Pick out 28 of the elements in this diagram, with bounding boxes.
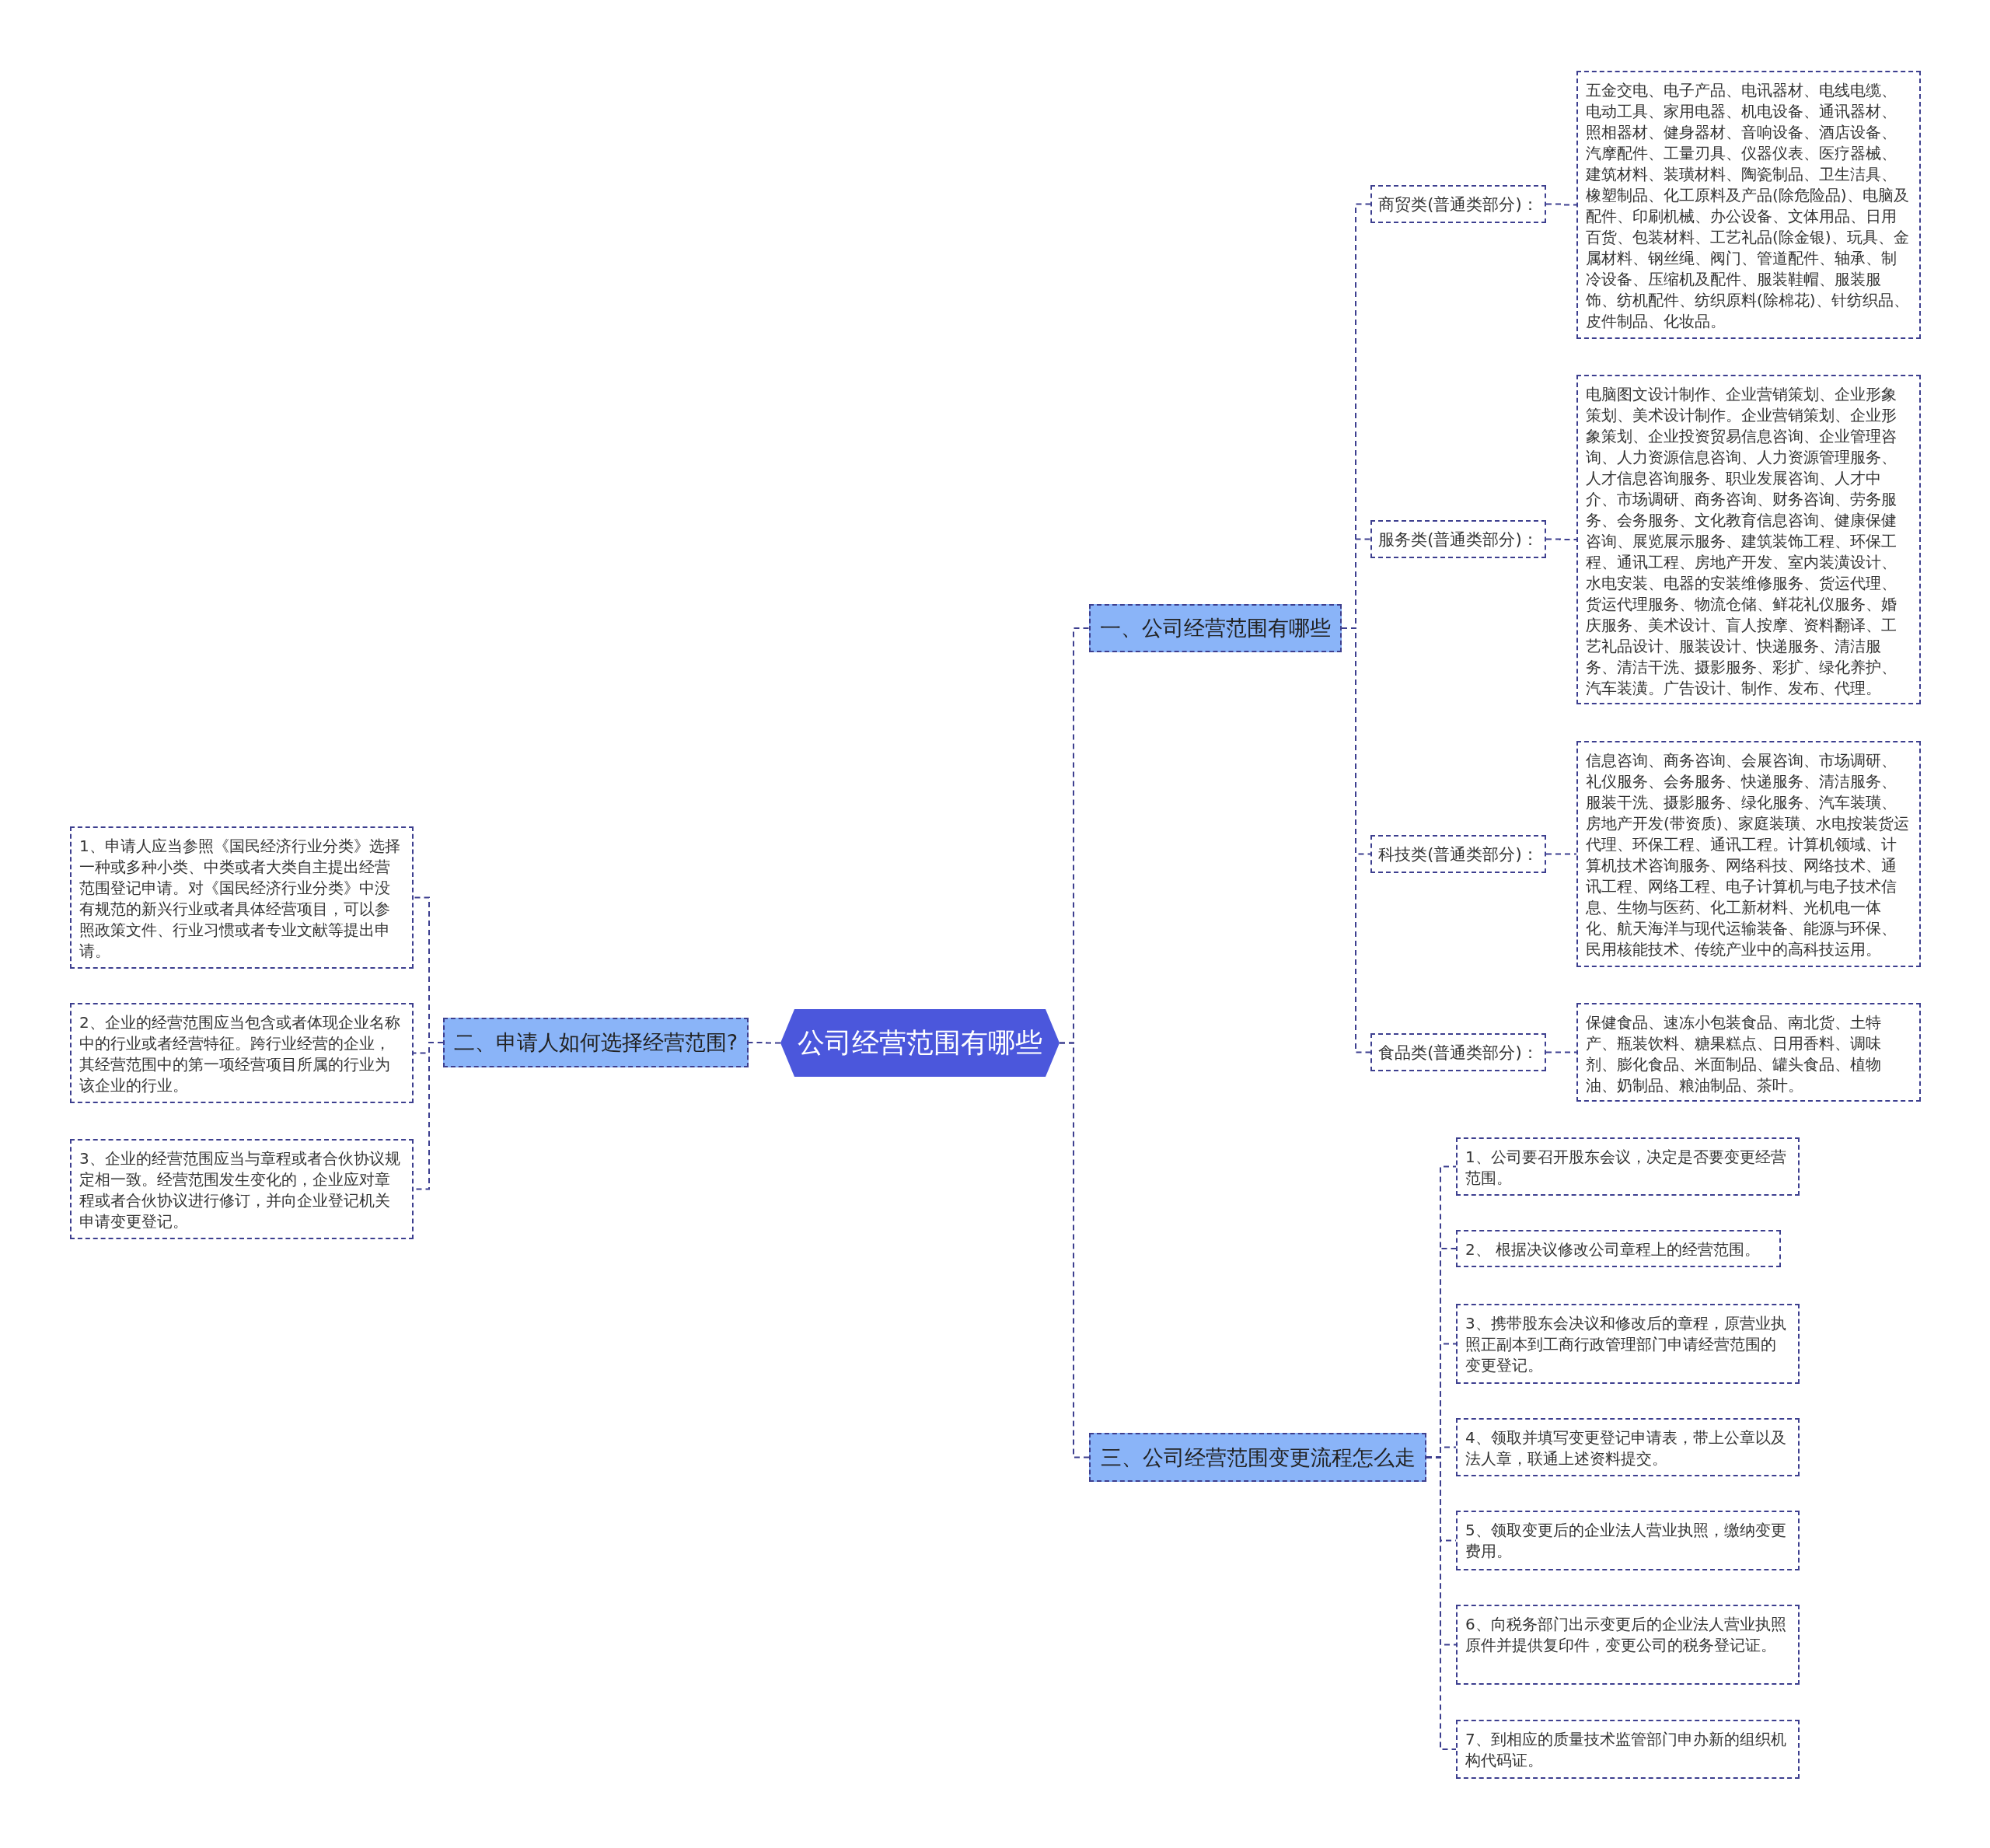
text-box: 7、到相应的质量技术监管部门申办新的组织机构代码证。 [1456, 1720, 1800, 1779]
connector [1545, 538, 1577, 540]
category-box: 食品类(普通类部分)： [1370, 1033, 1546, 1071]
text-box: 4、领取并填写变更登记申请表，带上公章以及法人章，联通上述资料提交。 [1456, 1418, 1800, 1476]
topic-box: 一、公司经营范围有哪些 [1089, 604, 1342, 652]
text-box: 1、公司要召开股东会议，决定是否要变更经营范围。 [1456, 1137, 1800, 1196]
text-box: 保健食品、速冻小包装食品、南北货、土特产、瓶装饮料、糖果糕点、日用香料、调味剂、膨化食品、米面制品、罐头食品、植物油、奶制品、粮油制品、茶叶。 [1576, 1003, 1921, 1102]
text-box: 1、申请人应当参照《国民经济行业分类》选择一种或多种小类、中类或者大类自主提出经营范围登记申请。对《国民经济行业分类》中没有规范的新兴行业或者具体经营项目，可以参照政策文件、行业习惯或者专业文献等提出申请。 [70, 826, 414, 969]
category-box: 科技类(普通类部分)： [1370, 835, 1546, 873]
connector [1545, 1051, 1577, 1053]
text-box: 五金交电、电子产品、电讯器材、电线电缆、电动工具、家用电器、机电设备、通讯器材、照相器材、健身器材、音响设备、酒店设备、汽摩配件、工量刃具、仪器仪表、医疗器械、建筑材料、装璜材料、陶瓷制品、卫生洁具、橡塑制品、化工原料及产品(除危险品)、电脑及配件、印刷机械、办公设备、文体用品、日用百货、包装材料、工艺礼品(除金银)、玩具、金属材料、钢丝绳、阀门、管道配件、轴承、制冷设备、压缩机及配件、服装鞋帽、服装服饰、纺机配件、纺织原料(除棉花)、针纺织品、皮件制品、化妆品。 [1576, 71, 1921, 339]
category-box: 服务类(普通类部分)： [1370, 520, 1546, 558]
connector [1545, 203, 1577, 206]
text-box: 2、企业的经营范围应当包含或者体现企业名称中的行业或者经营特征。跨行业经营的企业，其经营范围中的第一项经营项目所属的行业为该企业的行业。 [70, 1003, 414, 1103]
text-box: 6、向税务部门出示变更后的企业法人营业执照原件并提供复印件，变更公司的税务登记证。 [1456, 1605, 1800, 1685]
text-box: 2、 根据决议修改公司章程上的经营范围。 [1456, 1230, 1781, 1267]
text-box: 3、企业的经营范围应当与章程或者合伙协议规定相一致。经营范围发生变化的，企业应对章程或者合伙协议进行修订，并向企业登记机关申请变更登记。 [70, 1139, 414, 1239]
text-box: 电脑图文设计制作、企业营销策划、企业形象策划、美术设计制作。企业营销策划、企业形象策划、企业投资贸易信息咨询、企业管理咨询、人力资源信息咨询、人力资源管理服务、人才信息咨询服务、职业发展咨询、人才中介、市场调研、商务咨询、财务咨询、劳务服务、会务服务、文化教育信息咨询、健康保健咨询、展览展示服务、建筑装饰工程、环保工程、通讯工程、房地产开发、室内装潢设计、水电安装、电器的安装维修服务、货运代理、货运代理服务、物流仓储、鲜花礼仪服务、婚庆服务、美术设计、盲人按摩、资料翻译、工艺礼品设计、服装设计、快递服务、清洁服务、清洁干洗、摄影服务、彩扩、绿化养护、汽车装潢。广告设计、制作、发布、代理。 [1576, 375, 1921, 704]
connector [748, 1042, 781, 1044]
category-box: 商贸类(普通类部分)： [1370, 185, 1546, 223]
text-box: 3、携带股东会决议和修改后的章程，原营业执照正副本到工商行政管理部门申请经营范围的变更登记。 [1456, 1304, 1800, 1384]
connector [1545, 853, 1577, 855]
text-box: 信息咨询、商务咨询、会展咨询、市场调研、礼仪服务、会务服务、快递服务、清洁服务、服装干洗、摄影服务、绿化服务、汽车装璜、房地产开发(带资质)、家庭装璜、水电按装货运代理、环保工程、通讯工程。计算机领域、计算机技术咨询服务、网络科技、网络技术、通讯工程、网络工程、电子计算机与电子技术信息、生物与医药、化工新材料、光机电一体化、航天海洋与现代运输装备、能源与环保、民用核能技术、传统产业中的高科技运用。 [1576, 741, 1921, 967]
connector [1059, 1042, 1090, 1458]
central-topic-hexagon: 公司经营范围有哪些 [780, 1009, 1060, 1077]
topic-box: 二、申请人如何选择经营范围? [443, 1018, 749, 1067]
topic-box: 三、公司经营范围变更流程怎么走 [1089, 1433, 1426, 1482]
text-box: 5、领取变更后的企业法人营业执照，缴纳变更费用。 [1456, 1511, 1800, 1570]
